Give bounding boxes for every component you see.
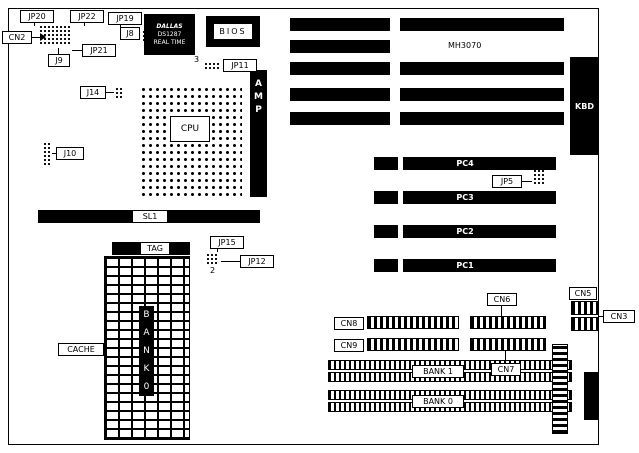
kbd-connector: KBD [570, 57, 599, 155]
pointer-line-jp20 [34, 23, 35, 26]
label-cache: CACHE [58, 343, 104, 356]
pointer-line-cn3 [598, 316, 603, 317]
label-jp22: JP22 [70, 10, 104, 23]
label-j10: J10 [56, 147, 84, 160]
cache-letter-2: A [143, 328, 150, 338]
label-j9: J9 [48, 54, 70, 67]
label-tag: TAG [140, 242, 170, 255]
label-jp12: JP12 [240, 255, 274, 268]
cache-letter-3: N [143, 346, 150, 356]
board-outline [8, 8, 599, 445]
power-connector [552, 344, 568, 434]
label-jp21: JP21 [82, 44, 116, 57]
pin-number-jp11: 3 [194, 55, 200, 64]
cache-letter-4: K [143, 364, 150, 374]
rtc-chip-line3: REAL TIME [153, 38, 186, 46]
isa-slot-left-segment [290, 62, 390, 75]
rtc-chip-line2: DS1287 [157, 30, 182, 38]
label-bank1: BANK 1 [412, 365, 464, 378]
slot-pc4: PC4 [374, 157, 556, 170]
pointer-line-cn7 [505, 351, 506, 363]
cn2-pointer-arrow-icon [40, 33, 46, 41]
label-j14: J14 [80, 86, 106, 99]
jumper-block-jp15-jp12 [205, 252, 219, 264]
pointer-line-j9 [58, 48, 59, 54]
isa-slot-left-segment [290, 18, 390, 31]
label-cn7: CN7 [491, 363, 521, 376]
cn8-connector [367, 316, 459, 329]
label-cn8: CN8 [334, 317, 364, 330]
amp-letter-3: P [255, 105, 262, 115]
cn6-connector [470, 316, 546, 329]
slot-key-notch [398, 157, 403, 170]
rtc-chip-line1: DALLAS [156, 22, 183, 30]
pointer-line-j14 [106, 92, 114, 93]
pointer-line-jp12 [221, 261, 240, 262]
label-j8: J8 [120, 27, 140, 40]
pin-number-jp15: 2 [210, 266, 216, 275]
pointer-line-jp22 [84, 23, 85, 26]
slot-pc3: PC3 [374, 191, 556, 204]
cn3-connector [571, 317, 598, 331]
pointer-line-cn2 [32, 37, 40, 38]
label-jp11: JP11 [223, 59, 257, 72]
cn5-connector [571, 301, 598, 315]
amp-letter-1: A [255, 79, 262, 89]
slot-key-notch [398, 225, 403, 238]
slot-pc1: PC1 [374, 259, 556, 272]
pointer-line-jp21 [72, 50, 82, 51]
jumper-block-jp5 [532, 168, 544, 186]
label-cn3: CN3 [603, 310, 635, 323]
label-jp15: JP15 [210, 236, 244, 249]
cpu-label: CPU [170, 116, 210, 142]
bios-chip-label: BIOS [214, 24, 252, 39]
slot-key-notch [398, 259, 403, 272]
pointer-line-j10 [52, 153, 56, 154]
slot-key-notch [398, 191, 403, 204]
isa-slot-right-segment [400, 18, 564, 31]
cn9-connector [367, 338, 459, 351]
isa-slot-left-segment [290, 40, 390, 53]
jumper-block-j14 [114, 86, 122, 100]
label-jp19: JP19 [108, 12, 142, 25]
isa-slot-right-segment [400, 112, 564, 125]
label-bank0: BANK 0 [412, 395, 464, 408]
label-cn2: CN2 [2, 31, 32, 44]
isa-slot-left-segment [290, 88, 390, 101]
pointer-line-jp5 [522, 181, 532, 182]
jumper-block-top-left [38, 24, 70, 44]
amp-chip: A M P [250, 70, 267, 197]
amp-letter-2: M [254, 92, 263, 102]
cn7-connector [470, 338, 546, 351]
slot-pc2: PC2 [374, 225, 556, 238]
cache-letter-1: B [143, 310, 150, 320]
pin-number-jp5-6: 6 [524, 160, 530, 169]
isa-slot-right-segment [400, 88, 564, 101]
rtc-chip: DALLAS DS1287 REAL TIME [144, 14, 195, 55]
cache-bank-vertical-label: B A N K 0 [139, 306, 154, 396]
isa-slot-left-segment [290, 112, 390, 125]
jumper-block-jp11 [203, 61, 221, 71]
label-cn5: CN5 [569, 287, 597, 300]
jumper-block-j10 [42, 141, 52, 167]
label-cn9: CN9 [334, 339, 364, 352]
pointer-line-cn6 [501, 306, 502, 316]
label-jp20: JP20 [20, 10, 54, 23]
pointer-line-jp15 [217, 249, 218, 252]
isa-slot-right-segment [400, 62, 564, 75]
label-cn6: CN6 [487, 293, 517, 306]
board-model-text: MH3070 [448, 41, 482, 50]
label-sl1: SL1 [132, 210, 168, 223]
label-jp5: JP5 [492, 175, 522, 188]
pin-number-jp5-5: 5 [542, 163, 548, 172]
cache-letter-5: 0 [143, 382, 150, 392]
edge-connector [584, 372, 599, 420]
